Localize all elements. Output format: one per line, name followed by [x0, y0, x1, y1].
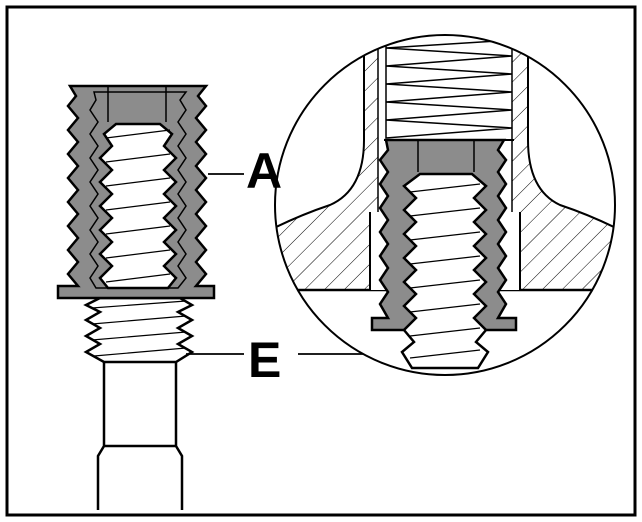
callout-label-a: A	[246, 143, 283, 199]
bolt-assembly	[56, 84, 216, 510]
detail-circle-outline	[274, 34, 616, 376]
thread-insert-inner	[89, 91, 188, 289]
bolt-lower-thread	[83, 296, 195, 364]
diagram-border	[5, 5, 637, 517]
detail-upper-thread	[385, 35, 514, 139]
callout-label-e: E	[248, 332, 282, 388]
detail-bolt-body	[400, 172, 490, 370]
detail-view	[274, 34, 616, 376]
bolt-shank	[96, 362, 184, 510]
